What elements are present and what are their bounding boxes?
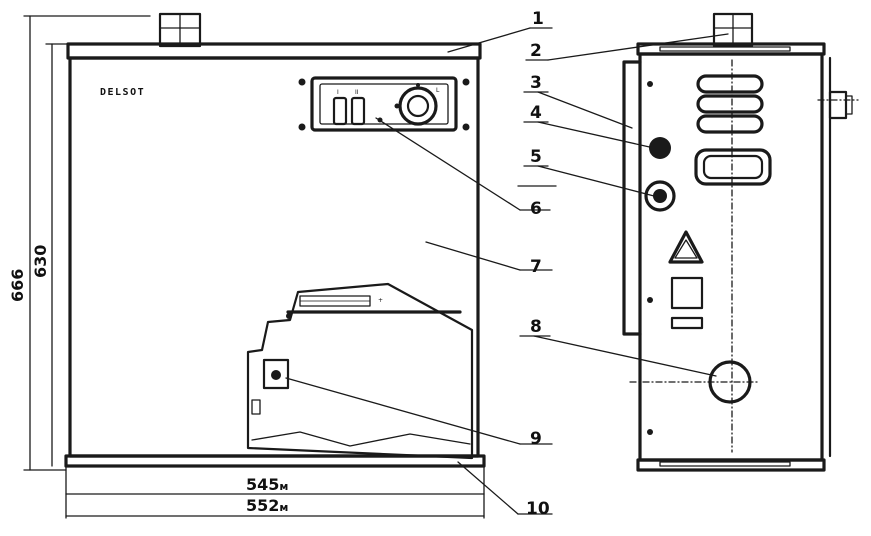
warning-triangle-icon (668, 230, 704, 264)
pipe-connection-5-inner (653, 189, 667, 203)
vent-louvres (696, 74, 764, 134)
callout-2: 2 (530, 41, 542, 61)
callout-3: 3 (530, 73, 542, 93)
dimension-height-inner: 630 (31, 245, 50, 278)
thermostat-knob-inner (406, 94, 430, 118)
dimension-width-outer-value: 552 (246, 496, 279, 515)
callout-5: 5 (530, 147, 542, 167)
thermostat-knob-outer (398, 86, 438, 126)
callout-6: 6 (530, 199, 542, 219)
label-plate-small (670, 316, 704, 330)
dimension-lines: 666 630 545м 552м (8, 15, 485, 519)
panel-mark-left: I (337, 89, 339, 96)
top-cover (66, 42, 482, 60)
brand-label: DELSOT (100, 87, 145, 98)
pipe-connection-5-outer (644, 180, 676, 212)
panel-mark-middle: II (355, 89, 359, 96)
dimension-width-inner-value: 545 (246, 475, 279, 494)
callout-9: 9 (530, 429, 542, 449)
pipe-connection-4 (649, 137, 671, 159)
callout-numbers: 1 2 3 4 5 6 7 8 9 10 (526, 9, 550, 519)
dimension-height-outer: 666 (8, 269, 27, 302)
switch-2 (350, 96, 366, 126)
inspection-window (694, 148, 772, 186)
switch-1 (332, 96, 348, 126)
control-panel: I II L (298, 76, 470, 132)
side-connection (828, 90, 848, 120)
callout-4: 4 (530, 103, 542, 123)
exhaust-pipe (708, 360, 752, 404)
callout-8: 8 (530, 317, 542, 337)
burner-block (262, 358, 290, 390)
side-view (622, 12, 859, 472)
front-view: DELSOT I II L (64, 12, 486, 468)
base-plinth (64, 454, 486, 468)
callout-10: 10 (526, 499, 550, 519)
dimension-width-outer-unit: м (279, 501, 288, 514)
cutaway-section: + (246, 282, 474, 460)
callout-7: 7 (530, 257, 542, 277)
svg-text:+: + (378, 297, 383, 304)
callout-leaders (285, 27, 729, 515)
dimension-width-inner-unit: м (279, 480, 288, 493)
front-housing (68, 56, 480, 458)
callout-1: 1 (532, 9, 544, 29)
dimension-width-inner: 545м (246, 475, 288, 494)
panel-mark-right: L (436, 87, 440, 94)
dimension-width-outer: 552м (246, 496, 288, 515)
label-plate (670, 276, 704, 310)
